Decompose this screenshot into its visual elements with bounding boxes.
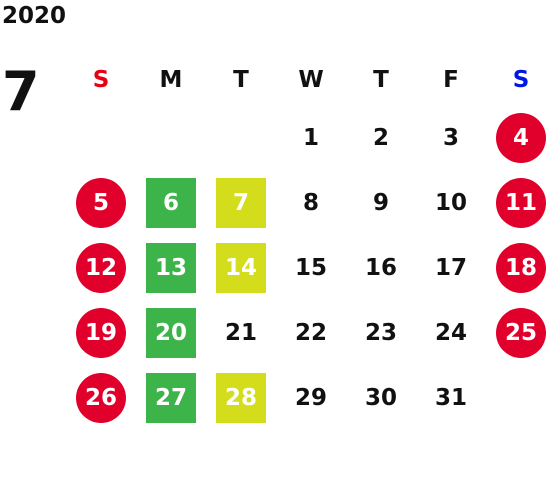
calendar-day-cell: 22 [276,300,346,365]
calendar-day-cell: 29 [276,365,346,430]
calendar-day-number: 10 [434,189,467,216]
calendar-day-cell: 18 [486,235,548,300]
calendar-empty-cell [486,365,548,430]
calendar-day-cell: 2 [346,105,416,170]
calendar-day-number: 15 [294,254,327,281]
calendar-day-cell: 14 [206,235,276,300]
calendar-day-number: 18 [496,242,546,293]
calendar-day-number [496,373,546,423]
calendar-day-number: 6 [146,177,196,228]
weekday-header-tue: T [233,67,249,93]
calendar-day-number: 9 [372,189,389,216]
calendar-month: 7 [2,60,40,123]
calendar-day-number: 7 [216,177,266,228]
calendar-day-number: 1 [302,124,319,151]
calendar-day-cell: 17 [416,235,486,300]
calendar-day-cell: 12 [66,235,136,300]
calendar-day-cell: 3 [416,105,486,170]
calendar-day-number: 5 [76,177,126,228]
calendar-year: 2020 [2,3,67,29]
calendar-day-cell: 31 [416,365,486,430]
calendar-day-cell: 7 [206,170,276,235]
calendar-day-cell: 25 [486,300,548,365]
calendar-day-cell: 5 [66,170,136,235]
calendar-day-number: 21 [224,319,257,346]
calendar-day-cell: 10 [416,170,486,235]
calendar-day-number: 14 [216,242,266,293]
calendar-day-cell: 21 [206,300,276,365]
weekday-header-sun: S [92,67,110,93]
calendar-day-cell: 27 [136,365,206,430]
weekday-header-fri: F [443,67,459,93]
calendar-day-cell: 19 [66,300,136,365]
calendar-day-number: 13 [146,242,196,293]
calendar-day-number: 22 [294,319,327,346]
calendar-empty-cell [206,105,276,170]
calendar-day-number [146,113,196,163]
calendar-day-number: 11 [496,177,546,228]
calendar-day-cell: 15 [276,235,346,300]
calendar-day-number: 12 [76,242,126,293]
weekday-header-wed: W [298,67,324,93]
calendar-day-number: 26 [76,372,126,423]
calendar-day-cell: 9 [346,170,416,235]
calendar-day-cell: 4 [486,105,548,170]
calendar-day-cell: 20 [136,300,206,365]
calendar-day-number: 19 [76,307,126,358]
calendar-day-number: 24 [434,319,467,346]
calendar-day-number: 30 [364,384,397,411]
calendar-day-cell: 8 [276,170,346,235]
calendar-day-number [76,113,126,163]
calendar-day-cell: 1 [276,105,346,170]
calendar-day-cell: 23 [346,300,416,365]
calendar-day-number: 29 [294,384,327,411]
calendar-empty-cell [66,105,136,170]
calendar-day-number: 28 [216,372,266,423]
calendar-day-cell: 26 [66,365,136,430]
calendar-day-cell: 16 [346,235,416,300]
calendar-day-cell: 24 [416,300,486,365]
calendar-day-number [216,113,266,163]
calendar-day-number: 8 [302,189,319,216]
calendar-day-number: 16 [364,254,397,281]
calendar-day-number: 25 [496,307,546,358]
calendar-day-cell: 30 [346,365,416,430]
calendar-day-number: 23 [364,319,397,346]
weekday-header-sat: S [512,67,530,93]
calendar-day-number: 17 [434,254,467,281]
calendar-day-number: 2 [372,124,389,151]
calendar-day-number: 4 [496,112,546,163]
weekday-header-thu: T [373,67,389,93]
calendar-day-cell: 28 [206,365,276,430]
calendar-day-cell: 11 [486,170,548,235]
calendar-empty-cell [136,105,206,170]
calendar-day-number: 27 [146,372,196,423]
weekday-header-mon: M [159,67,183,93]
calendar-day-number: 31 [434,384,467,411]
calendar-day-cell: 6 [136,170,206,235]
calendar-day-cell: 13 [136,235,206,300]
calendar-day-number: 20 [146,307,196,358]
calendar-day-number: 3 [442,124,459,151]
